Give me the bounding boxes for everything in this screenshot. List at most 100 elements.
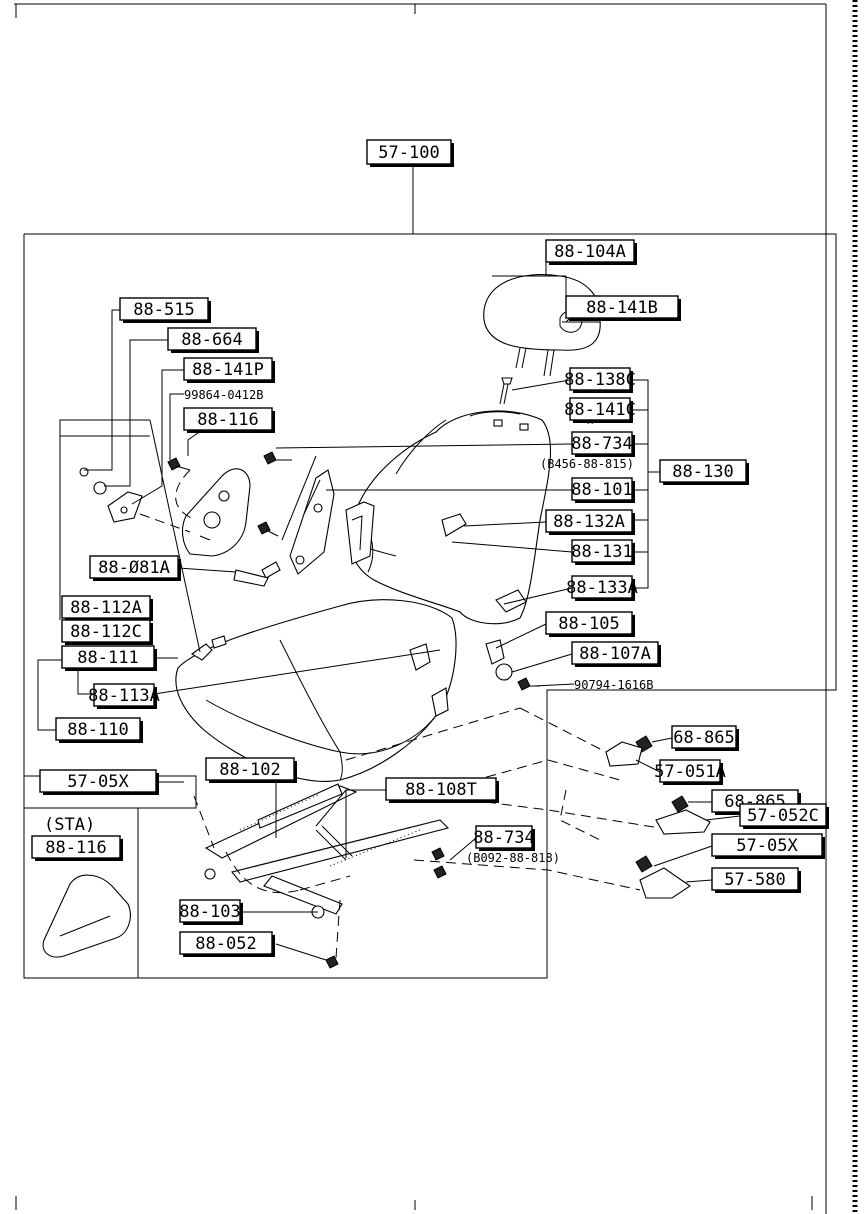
outer-trim-parts [605,735,711,899]
part-label-081a: 88-Ø81A [89,555,181,581]
part-label-664: 88-664 [167,327,259,353]
label-box [61,645,155,669]
label-box [183,407,273,431]
part-code: 88-110 [67,720,128,740]
label-box [659,759,721,783]
label-box [545,239,635,263]
label-box [93,683,155,707]
recliner-lever [107,491,143,523]
part-code: 88-141C [564,400,636,420]
part-code: 88-133A [566,578,638,598]
label-box [89,555,179,579]
part-label-580: 57-580 [711,867,801,893]
part-label-113a: 88-113A [88,683,160,709]
part-code: 88-515 [133,300,194,320]
part-label-515: 88-515 [119,297,211,323]
label-box [55,717,141,741]
part-label-05xa: 57-05X [39,769,159,795]
part-label-138c: 88-138C [564,367,636,393]
part-label-107a: 88-107A [571,641,661,667]
label-box [205,757,295,781]
part-code: 88-116 [197,410,258,430]
label-box [545,509,633,533]
bolt-90794-label: 90794-1616B [574,678,653,692]
part-code: 88-132A [553,512,625,532]
label-box [569,367,631,391]
note-734-upper: (B456-88-815) [540,457,634,471]
part-label-141c: 88-141C [564,397,636,423]
part-code: 88-101 [571,480,632,500]
label-box [571,575,633,599]
sta-recliner-cover [42,874,131,958]
seat-back [349,410,552,625]
plain-labels: 99864-0412B (B456-88-815) 90794-1616B (B… [44,388,653,865]
part-code: 88-107A [579,644,651,664]
assembly-outlines [23,233,837,979]
part-code: 88-138C [564,370,636,390]
part-label-104a: 88-104A [545,239,637,265]
part-code: 88-141B [586,298,658,318]
part-labels: 88-104A 88-141B 88-515 88-664 88-141P 88-116 8… [31,239,829,957]
label-box [565,295,679,319]
part-code: 57-05X [67,772,129,792]
part-label-116: 88-116 [183,407,275,433]
part-code: 88-116 [45,838,106,858]
part-label-865a: 68-865 [671,725,739,751]
part-label-111: 88-111 [61,645,157,671]
label-box [31,835,121,859]
part-label-110: 88-110 [55,717,143,743]
label-box [61,619,151,643]
part-label-102: 88-102 [205,757,297,783]
part-label-132a: 88-132A [545,509,635,535]
part-label-108t: 88-108T [385,777,499,803]
part-code: 88-104A [554,242,626,262]
part-code: 88-130 [672,462,733,482]
label-box [571,477,633,501]
part-label-131: 88-131 [571,539,635,565]
label-box [179,899,241,923]
part-label-734a: 88-734 [571,431,635,457]
label-box [61,595,151,619]
label-box [183,357,273,381]
part-label-112c: 88-112C [61,619,153,645]
part-code: 88-131 [571,542,632,562]
part-code: 57-051A [654,762,726,782]
part-code: 57-052C [747,806,819,826]
part-code: 88-103 [179,902,240,922]
part-code: 88-105 [558,614,619,634]
part-label-101: 88-101 [571,477,635,503]
bolt-99864-label: 99864-0412B [184,388,263,402]
label-box [119,297,209,321]
part-label-105: 88-105 [545,611,635,637]
label-box [659,459,747,483]
label-box [711,833,823,857]
part-label-141p: 88-141P [183,357,275,383]
page-frame [14,0,858,1214]
label-box [167,327,257,351]
label-box [711,867,799,891]
main-assembly: 57-100 [366,139,454,234]
label-box [739,803,827,827]
part-label-112a: 88-112A [61,595,153,621]
part-code: 57-580 [724,870,785,890]
part-code: 88-052 [195,934,256,954]
sta-label: (STA) [44,815,95,835]
note-734-lower: (B092-88-818) [466,851,560,865]
seat-rails [204,783,450,969]
headrest [483,274,601,377]
part-code: 88-108T [405,780,477,800]
part-code: 88-112C [70,622,142,642]
back-bracket [345,501,375,565]
part-label-052c: 57-052C [739,803,829,829]
label-box [39,769,157,793]
label-box [545,611,633,635]
recliner-hinge [289,469,335,575]
part-code: 88-664 [181,330,242,350]
part-label-734b: 88-734 [473,825,535,851]
small-hardware [79,451,540,691]
label-box [385,777,497,801]
part-label-05xb: 57-05X [711,833,825,859]
label-box [569,397,631,421]
part-label-133a: 88-133A [566,575,638,601]
